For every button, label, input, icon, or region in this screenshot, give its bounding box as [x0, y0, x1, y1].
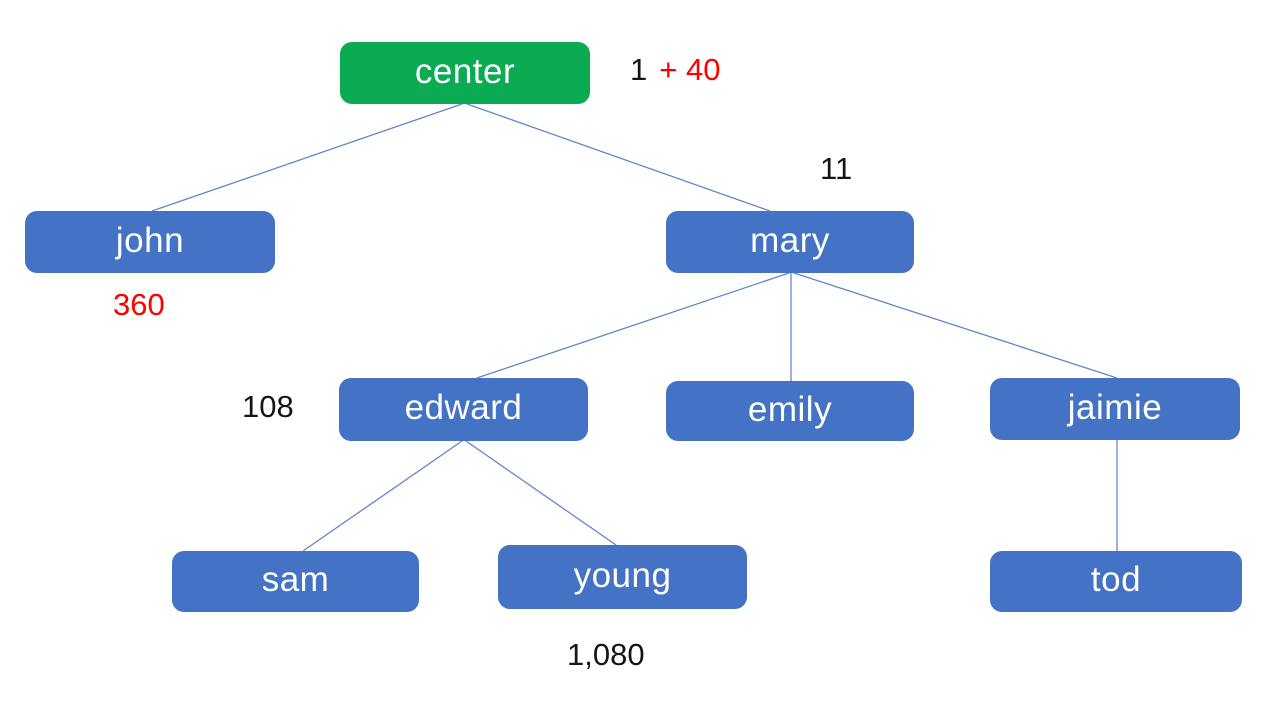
tree-node-mary: mary: [666, 211, 914, 273]
node-label-young: young: [573, 555, 672, 595]
tree-node-john: john: [25, 211, 275, 273]
node-label-mary: mary: [750, 220, 830, 260]
tree-node-edward: edward: [339, 378, 588, 441]
tree-node-center: center: [340, 42, 590, 104]
annotation-edward-value: 108: [242, 389, 294, 424]
annotation-john-value: 360: [113, 287, 165, 322]
tree-node-young: young: [498, 545, 747, 609]
node-label-center: center: [414, 51, 516, 91]
tree-node-emily: emily: [666, 381, 914, 441]
edge-mary-edward: [476, 272, 790, 379]
annotation-young-value: 1,080: [567, 637, 645, 672]
tree-node-sam: sam: [172, 551, 419, 612]
annotation-center-added: + 40: [659, 52, 721, 87]
edge-edward-young: [465, 440, 617, 546]
tree-node-tod: tod: [990, 551, 1242, 612]
node-label-john: john: [115, 220, 185, 260]
annotation-mary-value: 11: [820, 151, 853, 186]
edge-center-john: [151, 103, 463, 212]
edge-mary-jaimie: [793, 272, 1118, 379]
node-label-jaimie: jaimie: [1067, 387, 1163, 427]
edge-edward-sam: [302, 440, 463, 552]
node-label-sam: sam: [261, 560, 330, 599]
node-label-tod: tod: [1090, 560, 1142, 599]
tree-node-jaimie: jaimie: [990, 378, 1240, 440]
node-label-emily: emily: [747, 389, 833, 429]
edge-center-mary: [466, 103, 771, 212]
annotation-center-value: 1 + 40: [630, 52, 721, 87]
node-label-edward: edward: [404, 388, 523, 427]
annotation-center-base: 1: [630, 52, 648, 87]
